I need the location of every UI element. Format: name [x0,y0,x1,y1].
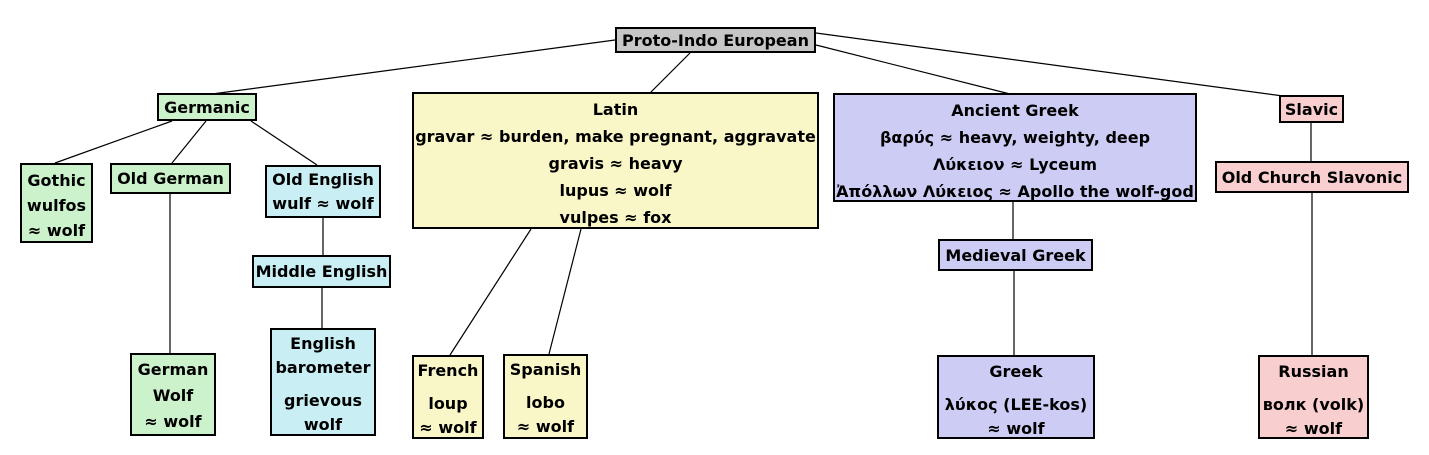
node-greek: Greek λύκος (LEE-kos) ≈ wolf [937,355,1095,439]
cognate-word: loup [428,394,468,413]
edge-latin-spanish [548,228,582,355]
node-germanic: Germanic [157,93,257,121]
cognate-gloss: ≈ wolf [987,419,1045,438]
edge-germanic-old-german [171,120,207,164]
cognate-word: lupus ≈ wolf [559,181,672,200]
node-middle-english: Middle English [252,255,391,288]
node-proto-indo-european: Proto-Indo European [615,27,816,53]
cognate-word: волк (volk) [1262,395,1365,414]
cognate-gloss: ≈ wolf [516,417,575,436]
cognate-gloss: ≈ wolf [1284,419,1343,438]
node-gothic: Gothic wulfos ≈ wolf [20,163,93,243]
cognate-word: λύκος (LEE-kos) [944,395,1088,414]
node-label: Latin [592,100,639,119]
cognate-gloss: ≈ wolf [27,221,86,240]
node-label: Russian [1278,362,1349,381]
cognate-word: grievous [283,391,362,410]
edge-germanic-gothic [54,120,173,164]
cognate-word: βαρύς ≈ heavy, weighty, deep [879,128,1151,147]
node-label: Old Church Slavonic [1221,167,1403,187]
node-latin: Latin gravar ≈ burden, make pregnant, ag… [412,92,819,229]
cognate-word: wulf ≈ wolf [272,194,374,213]
cognate-word: barometer [275,358,371,377]
node-label: Germanic [164,97,250,117]
cognate-word: gravis ≈ heavy [548,154,683,173]
node-label: French [417,361,479,380]
node-french: French loup ≈ wolf [412,355,484,439]
node-slavic: Slavic [1279,95,1344,123]
edge-germanic-old-english [250,120,318,166]
node-ancient-greek: Ancient Greek βαρύς ≈ heavy, weighty, de… [833,93,1197,202]
cognate-word: wulfos [26,196,87,215]
cognate-word: vulpes ≈ fox [559,208,672,227]
edge-pie-germanic [211,39,616,95]
node-label: Middle English [255,262,388,281]
node-russian: Russian волк (volk) ≈ wolf [1258,355,1369,439]
edge-pie-latin [649,52,691,94]
cognate-word: gravar ≈ burden, make pregnant, aggravat… [415,127,816,146]
node-old-english: Old English wulf ≈ wolf [265,165,381,218]
node-label: Greek [989,362,1043,381]
node-label: Old German [117,169,224,188]
cognate-gloss: ≈ wolf [144,412,202,431]
node-label: Proto-Indo European [622,30,809,50]
cognate-word: wolf [303,415,343,434]
node-medieval-greek: Medieval Greek [938,239,1093,271]
edge-pie-slavic [815,32,1284,97]
node-spanish: Spanish lobo ≈ wolf [503,354,588,439]
node-label: Medieval Greek [945,245,1086,265]
node-label: Ancient Greek [951,101,1079,120]
node-label: Slavic [1284,99,1339,119]
edge-latin-french [449,228,532,356]
node-label: Gothic [27,171,86,190]
node-label: Old English [272,170,374,189]
node-old-church-slavonic: Old Church Slavonic [1215,161,1409,193]
cognate-word: Ἀπόλλων Λύκειος ≈ Apollo the wolf-god [836,182,1194,201]
node-english: English barometer grievous wolf [270,328,376,436]
node-old-german: Old German [110,163,231,194]
cognate-word: Wolf [152,386,194,405]
node-label: Spanish [509,360,582,379]
cognate-word: Λύκειον ≈ Lyceum [932,155,1098,174]
edge-pie-ancient-greek [815,44,1011,95]
node-label: German [137,360,209,379]
node-label: English [290,334,356,353]
cognate-gloss: ≈ wolf [419,418,477,437]
node-german: German Wolf ≈ wolf [130,353,216,436]
cognate-word: lobo [526,393,565,412]
